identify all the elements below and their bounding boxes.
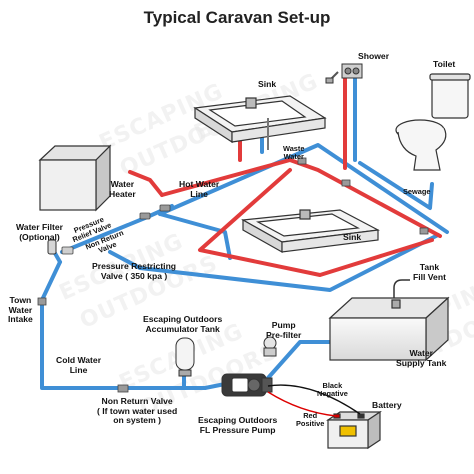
label-waste-water: Waste Water <box>283 144 305 161</box>
label-pressure-pump: Escaping Outdoors FL Pressure Pump <box>198 415 278 435</box>
label-black-negative: Black Negative <box>317 381 348 398</box>
pump-prefilter <box>263 336 277 357</box>
cold-water-pipes <box>40 76 449 390</box>
diagram-title: Typical Caravan Set-up <box>143 8 331 27</box>
shower <box>325 63 363 84</box>
label-sink-upper: Sink <box>258 79 277 89</box>
label-red-positive: Red Positive <box>296 411 325 428</box>
label-town-water-intake: Town Water Intake <box>8 295 33 324</box>
label-shower: Shower <box>358 51 390 61</box>
label-sink-lower: Sink <box>343 232 362 242</box>
label-pressure-restricting-valve: Pressure Restricting Valve ( 350 kpa ) <box>92 261 177 281</box>
label-water-supply-tank: Water Supply Tank <box>396 348 447 368</box>
accumulator-tank <box>175 337 195 377</box>
water-heater <box>38 144 112 212</box>
label-tank-fill-vent: Tank Fill Vent <box>413 262 446 282</box>
pressure-pump <box>221 373 273 397</box>
water-filter-device <box>47 239 57 255</box>
battery <box>326 410 382 450</box>
label-battery: Battery <box>372 400 402 410</box>
water-supply-tank <box>328 296 450 362</box>
label-water-heater: Water Heater <box>109 179 136 199</box>
battery-wires <box>267 384 361 417</box>
label-water-filter: Water Filter (Optional) <box>16 222 63 242</box>
sink-upper <box>193 95 327 150</box>
sink-lower <box>241 209 380 254</box>
tank-fill-vent <box>393 279 410 304</box>
label-hot-water-line: Hot Water Line <box>179 179 220 199</box>
label-non-return-valve-town: Non Return Valve ( If town water used on… <box>97 396 178 425</box>
label-pump-prefilter: Pump Pre-filter <box>266 320 302 340</box>
label-accumulator-tank: Escaping Outdoors Accumulator Tank <box>143 314 223 334</box>
label-toilet: Toilet <box>433 59 456 69</box>
label-sewage: Sewage <box>403 187 431 196</box>
toilet <box>395 73 471 171</box>
label-cold-water-line: Cold Water Line <box>56 355 102 375</box>
pipe-fittings <box>37 157 429 393</box>
